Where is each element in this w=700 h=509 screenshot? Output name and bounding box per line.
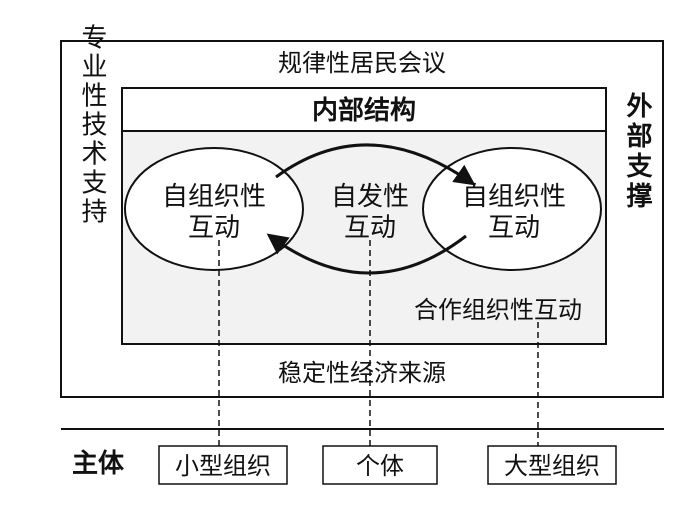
bottom-label: 稳定性经济来源 (278, 359, 446, 387)
inner-header-band (121, 87, 607, 132)
subject-large-org: 大型组织 (504, 452, 600, 480)
left-ellipse (124, 147, 304, 271)
inner-header-label: 内部结构 (312, 96, 416, 126)
arrow-right-to-left (266, 233, 467, 275)
arrow-left-to-right (275, 143, 476, 186)
subject-small-org: 小型组织 (175, 452, 271, 480)
subject-box-individual (322, 445, 438, 485)
center-line1: 自发性 (331, 182, 409, 212)
left-ellipse-line2: 互动 (188, 213, 240, 243)
left-ellipse-line1: 自组织性 (162, 182, 266, 212)
center-line2: 互动 (344, 213, 396, 243)
subject-box-large-org (487, 445, 617, 485)
left-vertical-label: 专业性技术支持 (77, 23, 107, 226)
subject-individual: 个体 (356, 452, 404, 480)
subject-label: 主体 (72, 449, 125, 479)
top-label: 规律性居民会议 (278, 49, 446, 77)
cooperative-label: 合作组织性互动 (414, 296, 582, 324)
subject-box-small-org (158, 445, 288, 485)
right-vertical-label: 外部支撑 (622, 92, 652, 212)
outer-frame (60, 40, 664, 398)
right-ellipse-line1: 自组织性 (462, 182, 566, 212)
right-ellipse-line2: 互动 (488, 213, 540, 243)
